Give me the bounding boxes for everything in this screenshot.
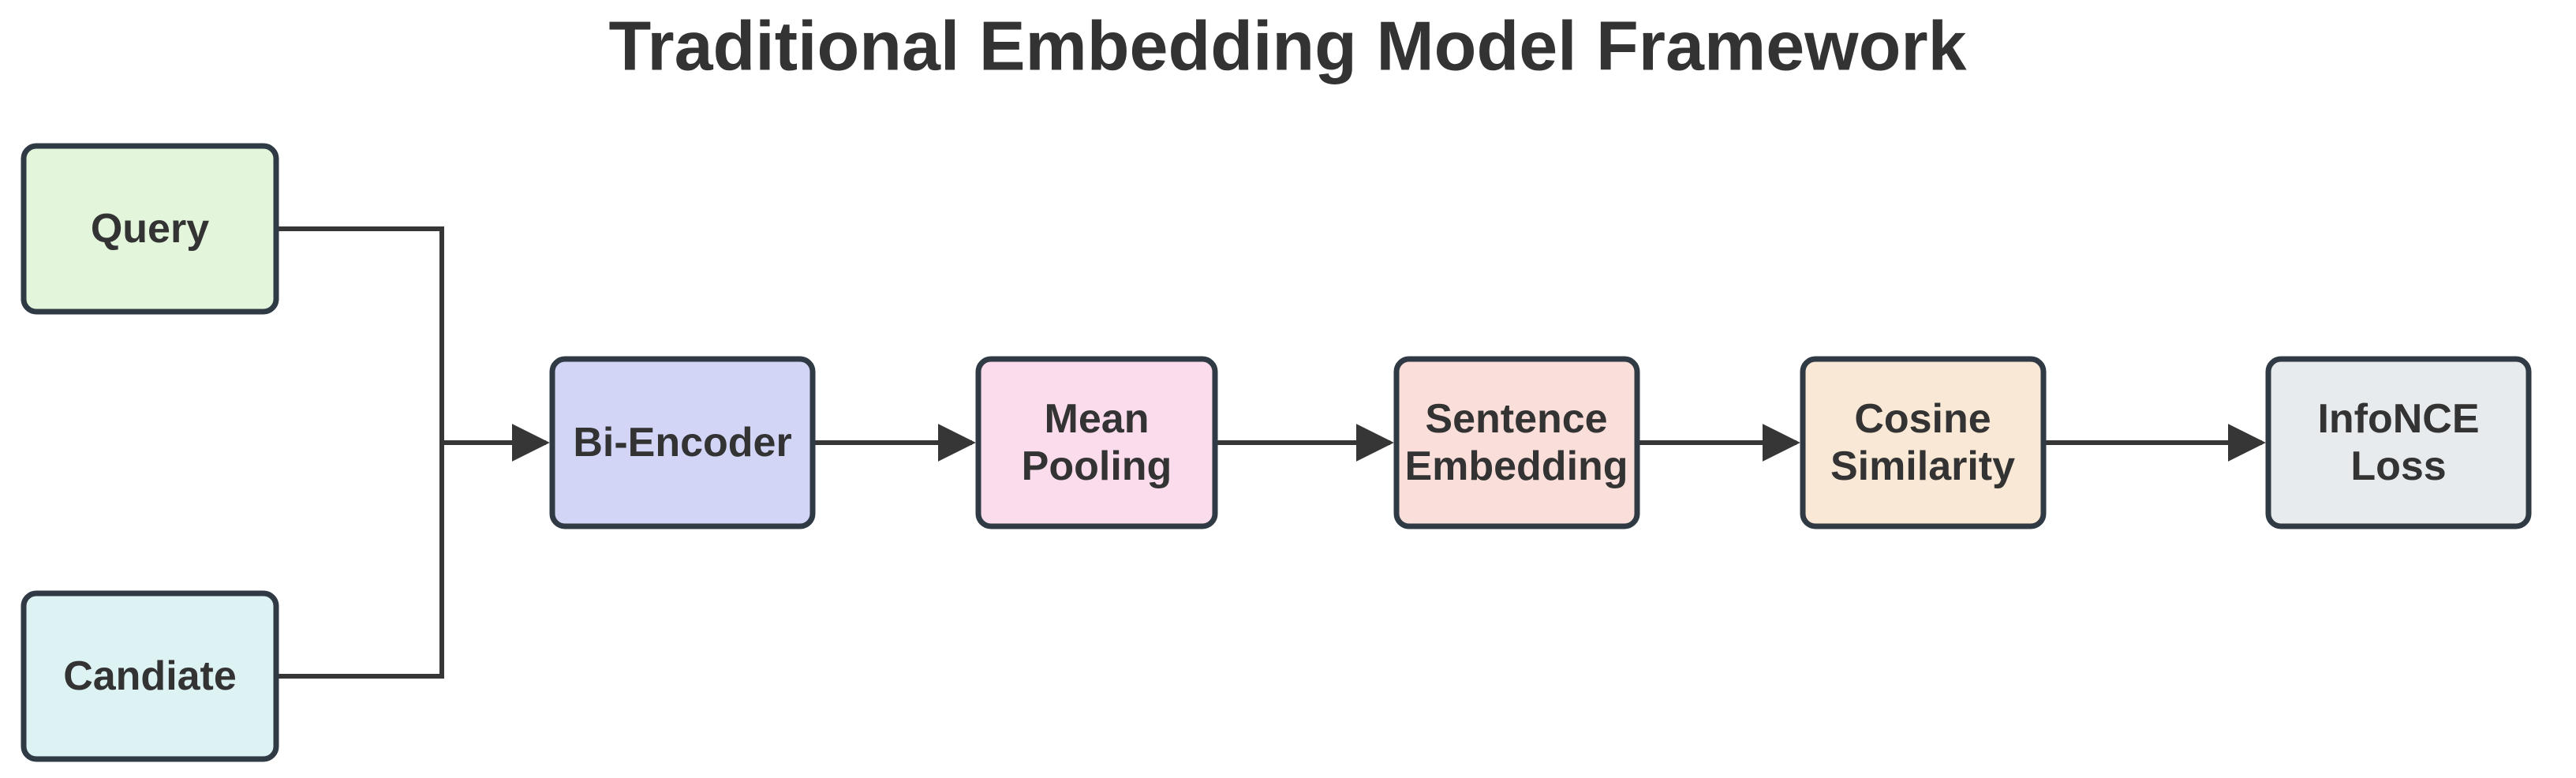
node-infonce-loss-label: InfoNCE Loss: [2317, 396, 2479, 489]
nodes-layer: [21, 143, 2532, 762]
node-sentence-embedding-label: Sentence Embedding: [1404, 396, 1628, 489]
svg-text:Mean: Mean: [1045, 396, 1150, 442]
diagram-title: Traditional Embedding Model Framework: [608, 7, 1967, 85]
svg-text:Loss: Loss: [2350, 443, 2446, 489]
svg-text:Cosine: Cosine: [1854, 396, 1991, 442]
node-cosine-similarity-label: Cosine Similarity: [1830, 396, 2015, 489]
node-infonce-loss-box: [2265, 356, 2532, 529]
edges-layer: [276, 226, 2266, 679]
node-mean-pooling-box: [975, 356, 1218, 529]
svg-text:InfoNCE: InfoNCE: [2317, 396, 2479, 442]
node-bi-encoder-box: [549, 356, 816, 529]
node-query-box: [21, 143, 279, 315]
svg-text:Pooling: Pooling: [1022, 443, 1172, 489]
node-mean-pooling-label: Mean Pooling: [1022, 396, 1172, 489]
svg-text:Sentence: Sentence: [1425, 396, 1607, 442]
svg-text:Similarity: Similarity: [1830, 443, 2015, 489]
node-sentence-embedding-box: [1393, 356, 1640, 529]
labels-layer: Traditional Embedding Model Framework Qu…: [63, 7, 2479, 700]
svg-text:Embedding: Embedding: [1404, 443, 1628, 489]
node-candidate-label: Candiate: [63, 653, 237, 699]
node-query-label: Query: [91, 206, 209, 252]
node-cosine-similarity-box: [1800, 356, 2047, 529]
node-bi-encoder-label: Bi-Encoder: [573, 420, 791, 466]
node-candidate-box: [21, 590, 279, 762]
